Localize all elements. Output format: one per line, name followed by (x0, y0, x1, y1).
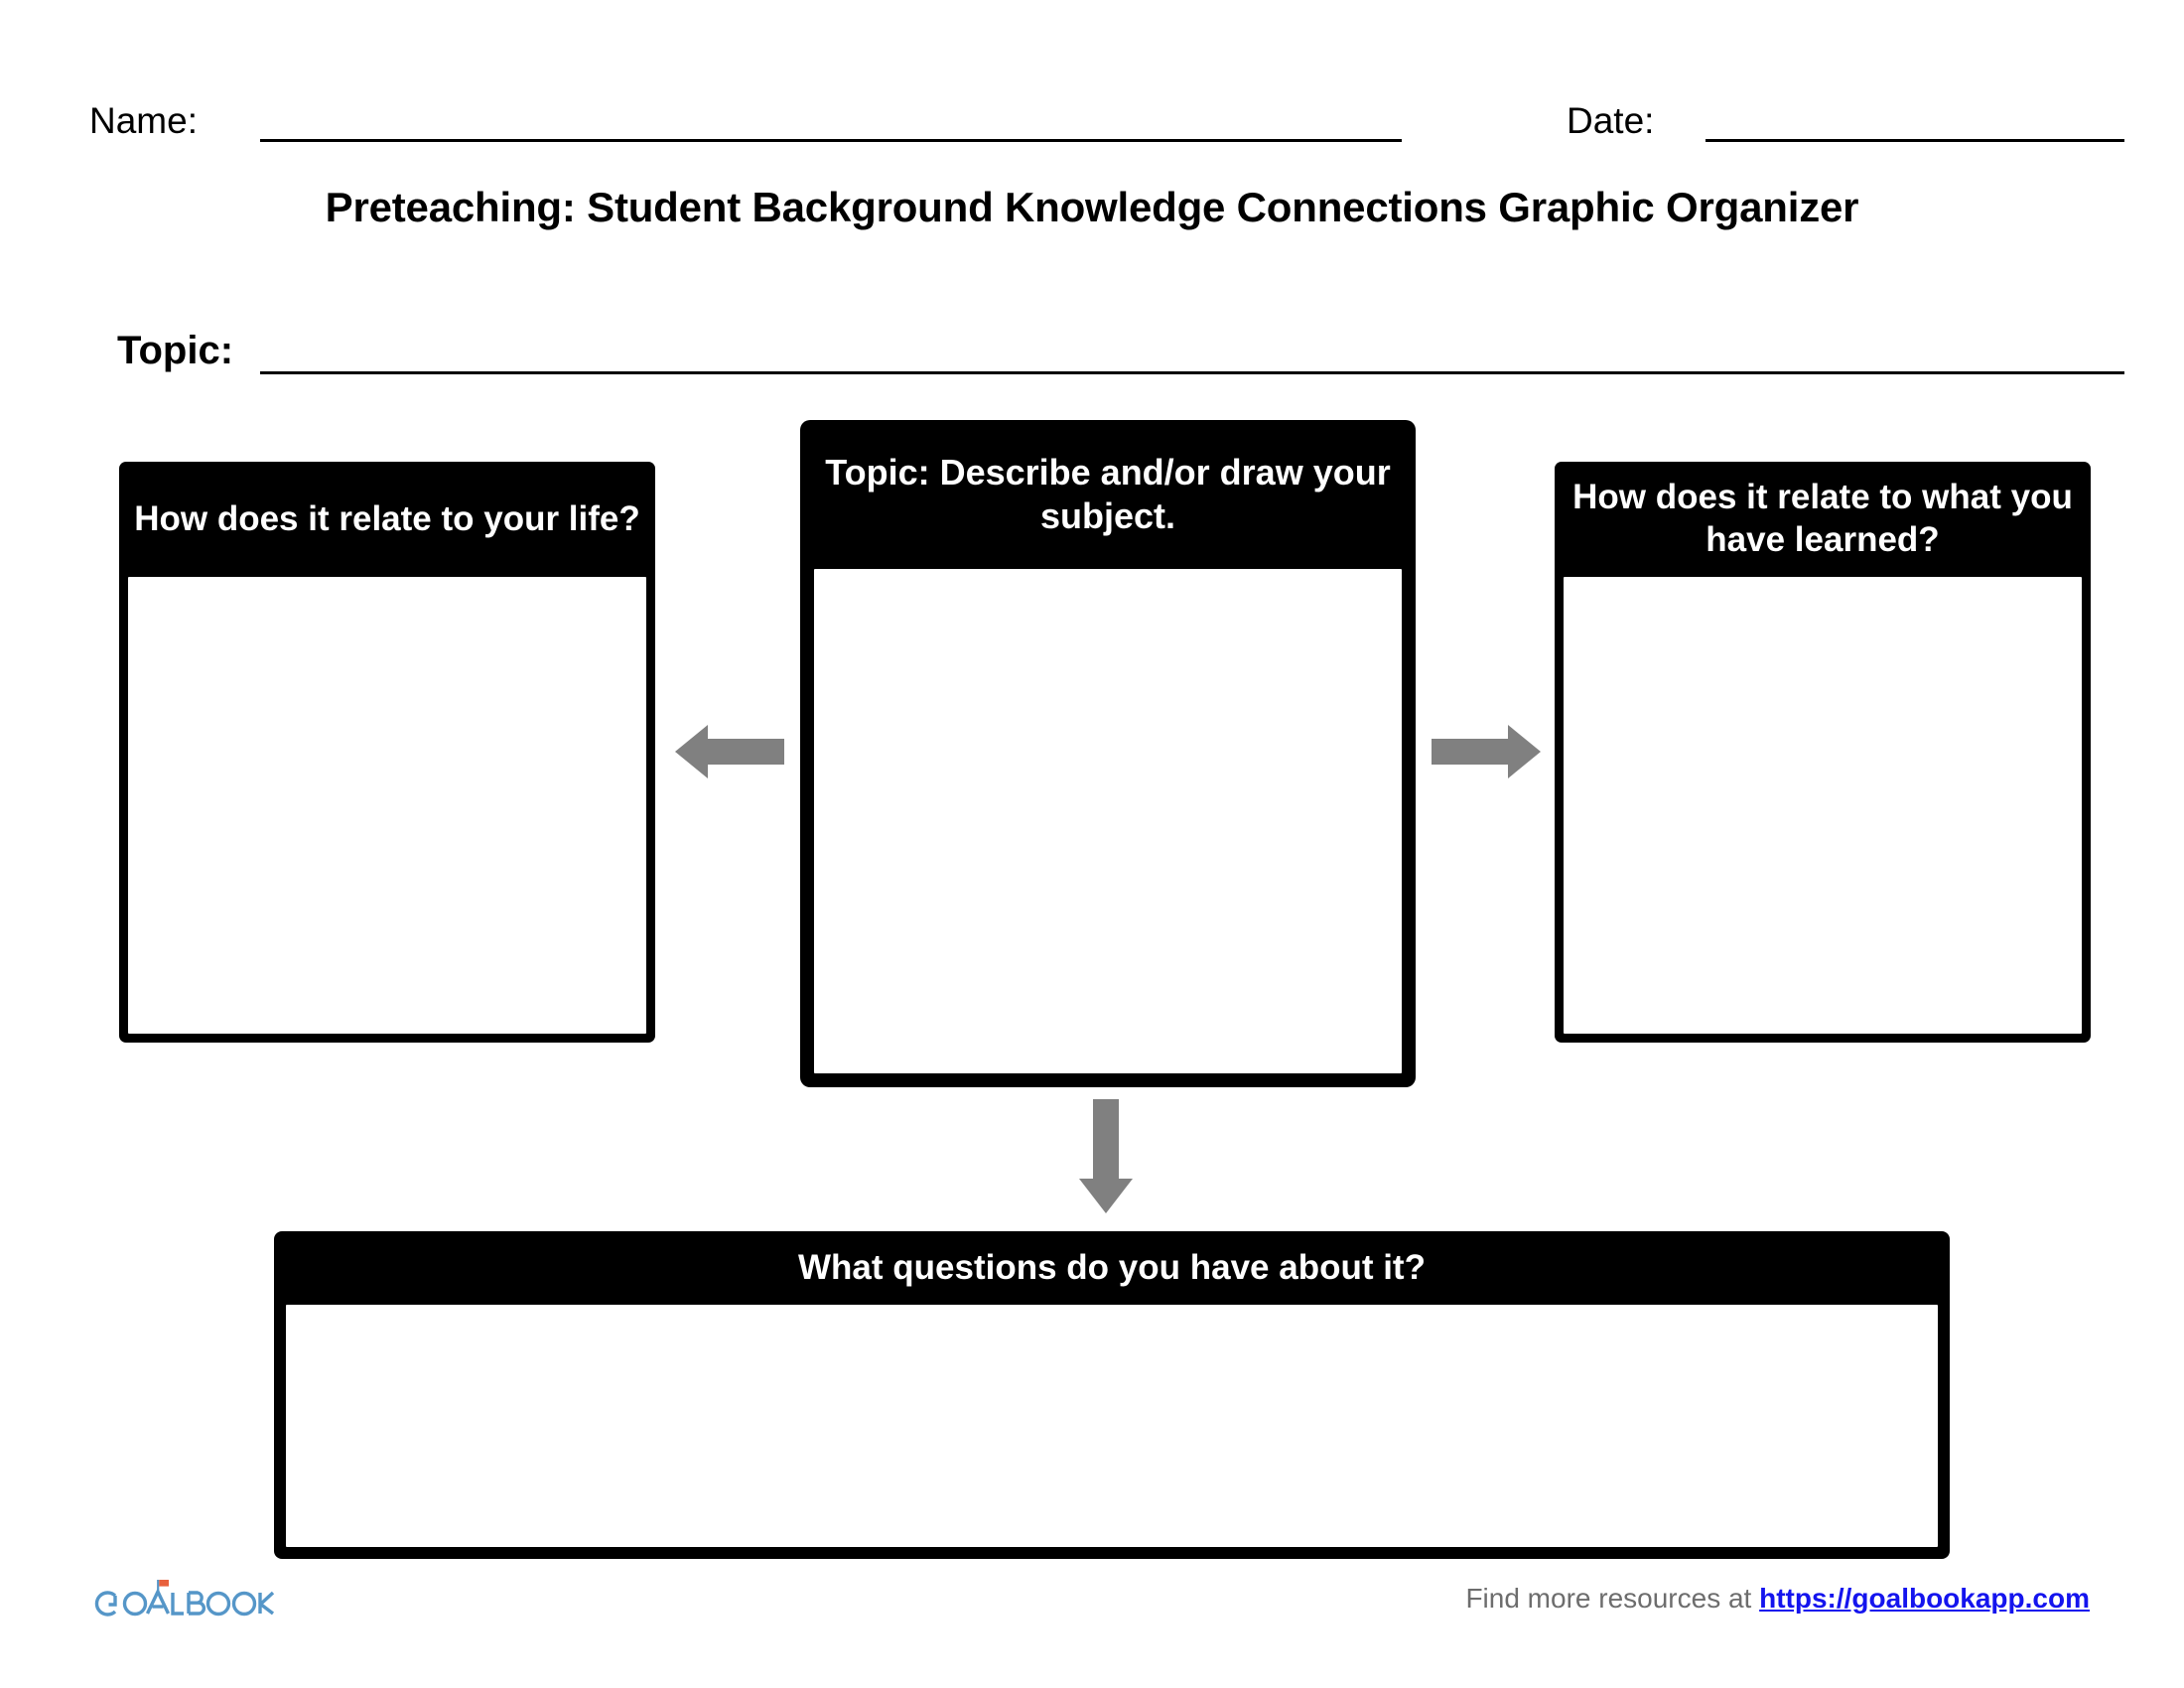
box-relate-to-what-you-have-learned: How does it relate to what you have lear… (1555, 462, 2091, 1043)
box-right-heading: How does it relate to what you have lear… (1572, 478, 2073, 559)
goalbook-logo (94, 1580, 275, 1617)
name-date-row: Name: Date: (0, 99, 2184, 159)
box-bottom-response-area[interactable] (286, 1305, 1938, 1547)
date-label: Date: (1567, 100, 1655, 141)
footer-note-text: Find more resources at (1465, 1583, 1760, 1614)
name-write-in-line[interactable] (260, 139, 1402, 142)
arrow-right-icon (1432, 725, 1541, 778)
box-left-heading: How does it relate to your life? (134, 498, 640, 538)
box-left-response-area[interactable] (128, 577, 646, 1034)
box-relate-to-your-life: How does it relate to your life? (119, 462, 655, 1043)
logo-flag-icon (157, 1580, 169, 1593)
page-title: Preteaching: Student Background Knowledg… (325, 184, 1859, 230)
box-center-heading: Topic: Describe and/or draw your subject… (825, 452, 1391, 536)
box-right-response-area[interactable] (1564, 577, 2082, 1034)
name-label: Name: (89, 100, 198, 141)
topic-write-in-line[interactable] (260, 371, 2124, 374)
box-questions-about-it: What questions do you have about it? (274, 1231, 1950, 1559)
topic-label: Topic: (117, 329, 234, 372)
topic-row: Topic: (0, 328, 2184, 387)
goalbookapp-link[interactable]: https://goalbookapp.com (1759, 1583, 2090, 1614)
date-write-in-line[interactable] (1706, 139, 2124, 142)
box-bottom-heading: What questions do you have about it? (798, 1247, 1426, 1287)
box-center-response-area[interactable] (814, 569, 1402, 1073)
box-topic-describe-draw: Topic: Describe and/or draw your subject… (800, 420, 1416, 1087)
arrow-left-icon (675, 725, 784, 778)
arrow-down-icon (1079, 1099, 1133, 1213)
footer-resources-note: Find more resources at https://goalbooka… (1465, 1581, 2090, 1617)
